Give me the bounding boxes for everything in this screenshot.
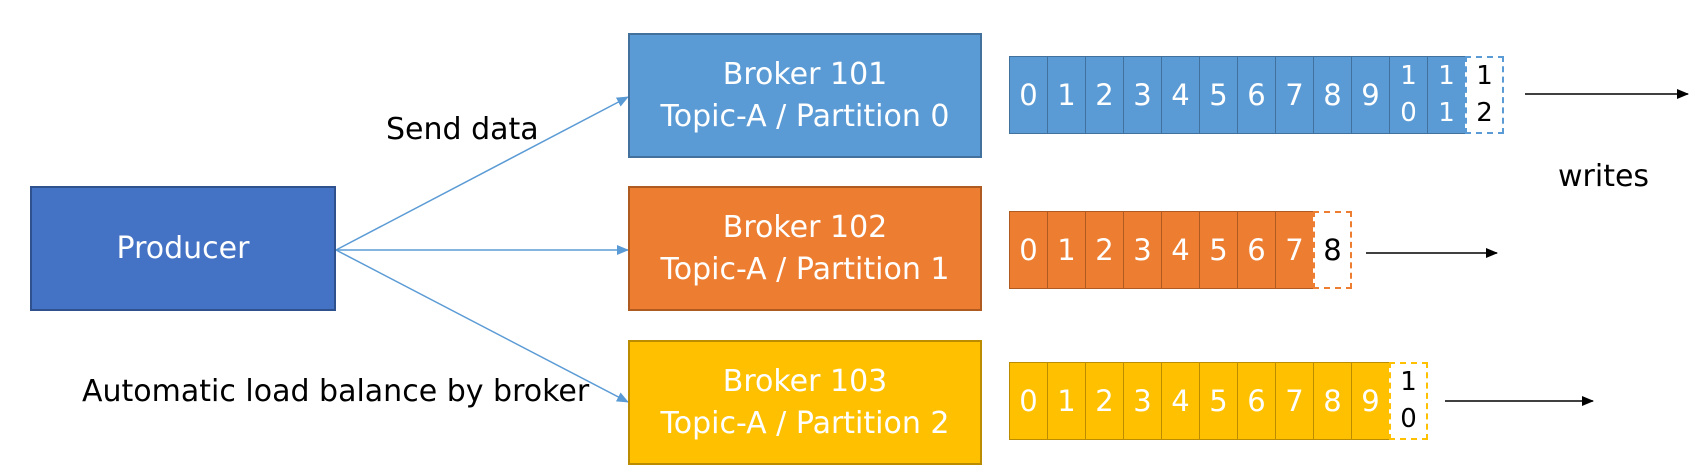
- offset-digit: 1: [1400, 61, 1417, 91]
- offset-digit: 9: [1361, 78, 1380, 112]
- writes-label: writes: [1558, 159, 1650, 194]
- offset-cell: 3: [1123, 56, 1162, 134]
- offset-cell: 3: [1123, 362, 1162, 440]
- offset-digit: 7: [1285, 384, 1304, 418]
- broker-101-title: Broker 101: [722, 56, 888, 92]
- broker-101-box: Broker 101 Topic-A / Partition 0: [628, 33, 982, 158]
- offset-digit: 5: [1209, 384, 1228, 418]
- offset-cell: 0: [1009, 211, 1048, 289]
- send-arrow-broker-101: [335, 96, 629, 251]
- offset-digit: 6: [1247, 233, 1266, 267]
- offset-cell: 2: [1085, 211, 1124, 289]
- offset-cell: 6: [1237, 362, 1276, 440]
- producer-label: Producer: [116, 230, 250, 266]
- offset-digit: 5: [1209, 78, 1228, 112]
- send-arrow-broker-103: [335, 249, 629, 403]
- offset-digit: 2: [1476, 98, 1493, 128]
- broker-103-box: Broker 103 Topic-A / Partition 2: [628, 340, 982, 465]
- offset-digit: 4: [1171, 78, 1190, 112]
- offset-digit: 1: [1476, 61, 1493, 91]
- offset-digit: 3: [1133, 233, 1152, 267]
- offset-digit: 6: [1247, 78, 1266, 112]
- offset-cell: 4: [1161, 211, 1200, 289]
- offset-cell: 5: [1199, 211, 1238, 289]
- offset-digit: 1: [1057, 233, 1076, 267]
- offset-cell: 4: [1161, 362, 1200, 440]
- offset-cell: 0: [1009, 56, 1048, 134]
- offset-cell: 5: [1199, 362, 1238, 440]
- offset-digit: 1: [1057, 384, 1076, 418]
- offset-digit: 4: [1171, 384, 1190, 418]
- offset-cell: 9: [1351, 362, 1390, 440]
- offset-digit: 0: [1019, 233, 1038, 267]
- offset-cell: 8: [1313, 362, 1352, 440]
- offset-cell: 2: [1085, 362, 1124, 440]
- offset-cell: 7: [1275, 56, 1314, 134]
- offset-cell: 3: [1123, 211, 1162, 289]
- broker-103-partition: Topic-A / Partition 2: [660, 405, 950, 441]
- offset-digit: 6: [1247, 384, 1266, 418]
- offset-cell: 6: [1237, 56, 1276, 134]
- offset-digit: 2: [1095, 233, 1114, 267]
- offset-cell: 1: [1047, 211, 1086, 289]
- offset-digit: 8: [1323, 78, 1342, 112]
- producer-box: Producer: [30, 186, 336, 311]
- send-data-label: Send data: [386, 112, 539, 147]
- offset-digit: 8: [1323, 233, 1342, 267]
- offset-digit: 2: [1095, 384, 1114, 418]
- offset-cell: 5: [1199, 56, 1238, 134]
- offset-digit: 1: [1438, 98, 1455, 128]
- offset-digit: 0: [1019, 384, 1038, 418]
- offset-cell: 1: [1047, 362, 1086, 440]
- offset-digit: 1: [1400, 367, 1417, 397]
- next-offset-cell: 8: [1313, 211, 1352, 289]
- offset-digit: 5: [1209, 233, 1228, 267]
- offset-digit: 9: [1361, 384, 1380, 418]
- offset-digit: 3: [1133, 78, 1152, 112]
- offset-digit: 0: [1400, 98, 1417, 128]
- load-balance-label: Automatic load balance by broker: [82, 374, 590, 409]
- offset-cell: 2: [1085, 56, 1124, 134]
- offset-digit: 1: [1057, 78, 1076, 112]
- broker-102-partition: Topic-A / Partition 1: [660, 251, 950, 287]
- offset-digit: 3: [1133, 384, 1152, 418]
- offset-digit: 2: [1095, 78, 1114, 112]
- broker-102-box: Broker 102 Topic-A / Partition 1: [628, 186, 982, 311]
- offset-cell: 8: [1313, 56, 1352, 134]
- offset-cell: 1: [1047, 56, 1086, 134]
- offset-cell: 7: [1275, 211, 1314, 289]
- offset-digit: 0: [1019, 78, 1038, 112]
- broker-101-partition: Topic-A / Partition 0: [660, 98, 950, 134]
- offset-digit: 7: [1285, 78, 1304, 112]
- broker-103-title: Broker 103: [722, 363, 888, 399]
- offset-digit: 1: [1438, 61, 1455, 91]
- offset-cell: 7: [1275, 362, 1314, 440]
- broker-102-title: Broker 102: [722, 209, 888, 245]
- offset-digit: 7: [1285, 233, 1304, 267]
- offset-cell: 6: [1237, 211, 1276, 289]
- offset-cell: 9: [1351, 56, 1390, 134]
- offset-cell: 0: [1009, 362, 1048, 440]
- offset-digit: 4: [1171, 233, 1190, 267]
- offset-cell: 4: [1161, 56, 1200, 134]
- offset-digit: 0: [1400, 404, 1417, 434]
- offset-digit: 8: [1323, 384, 1342, 418]
